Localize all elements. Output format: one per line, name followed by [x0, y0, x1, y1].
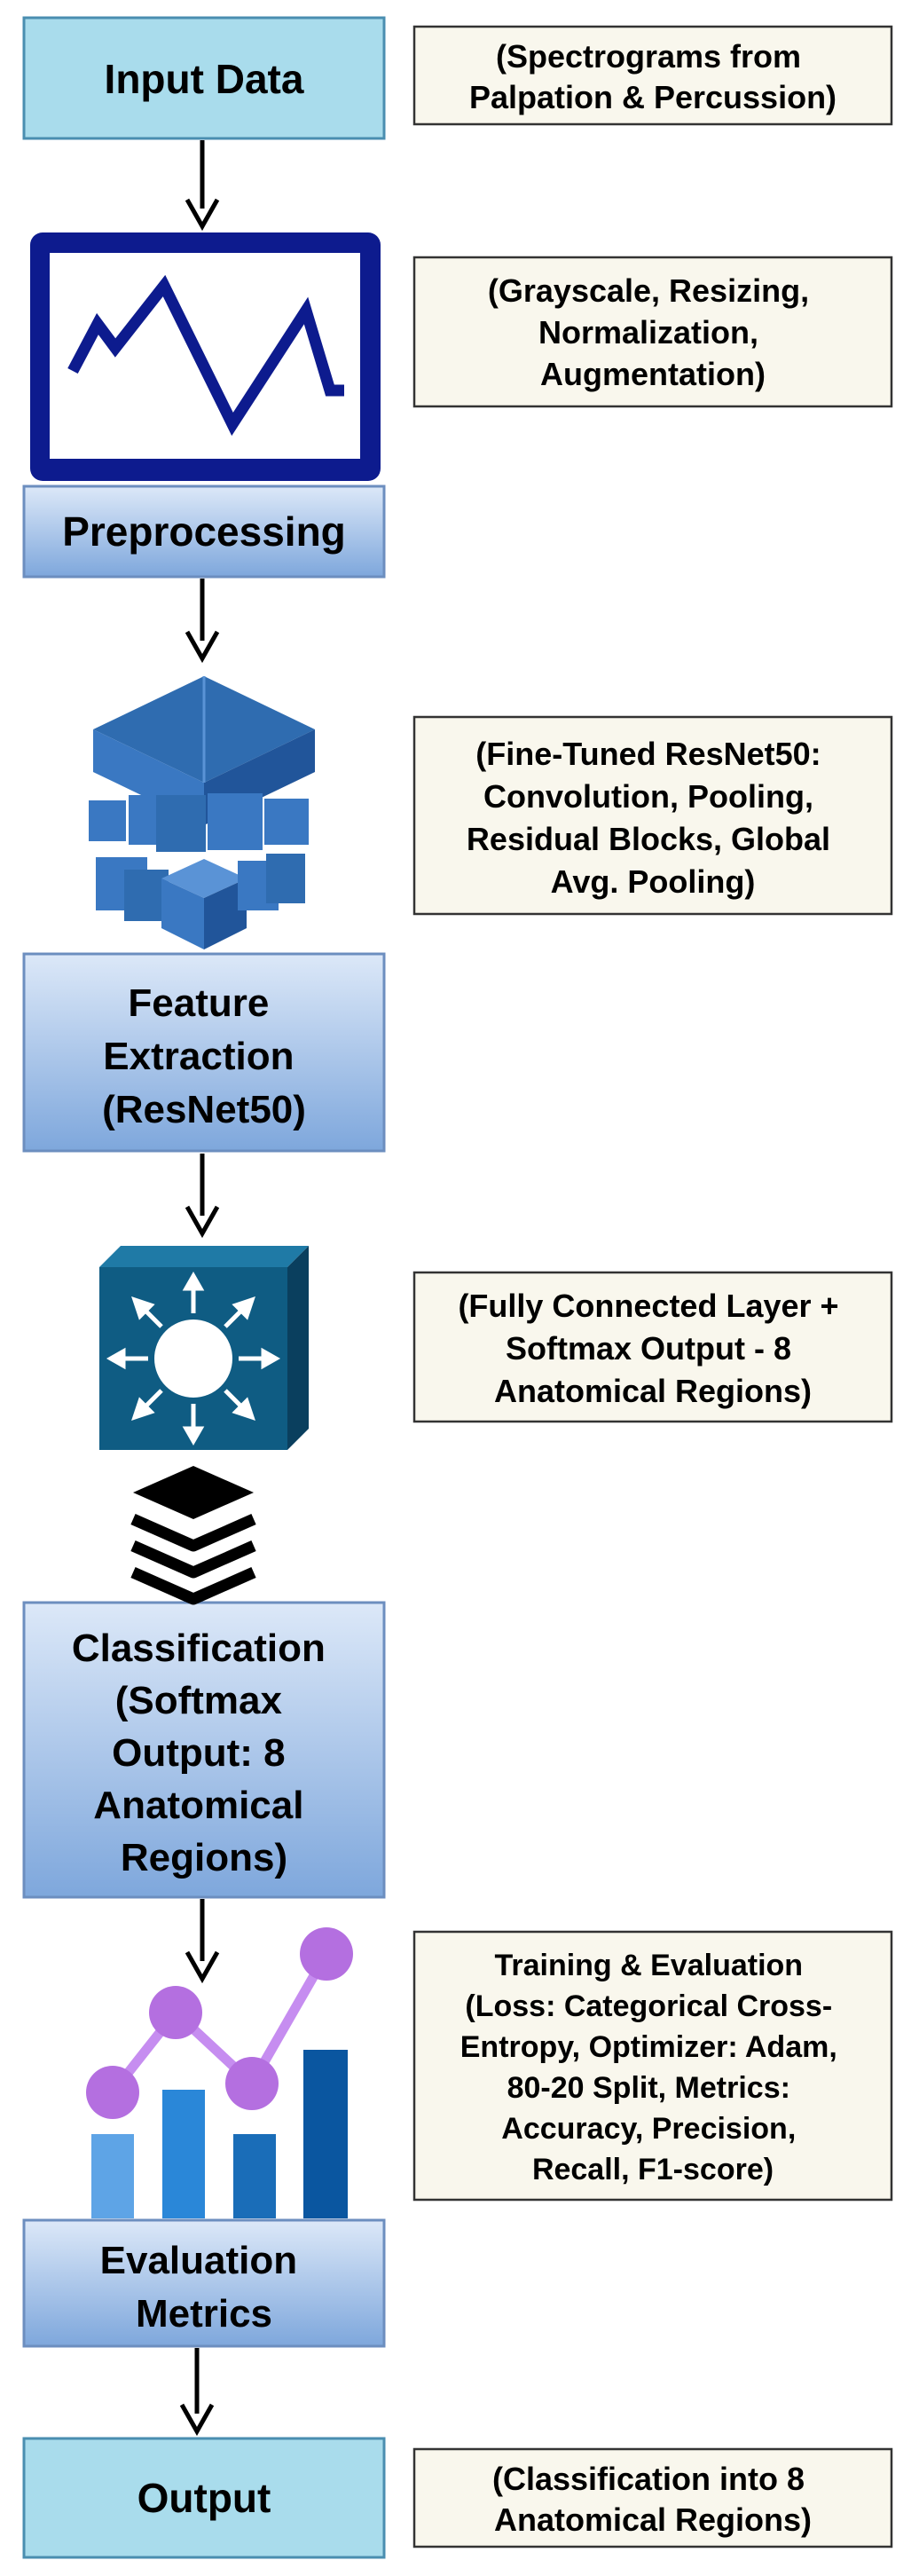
- arrows: [179, 140, 220, 2437]
- note-preprocessing-text: (Grayscale, Resizing, Normalization, Aug…: [488, 272, 818, 392]
- note-evaluation: Training & Evaluation (Loss: Categorical…: [412, 1930, 893, 2202]
- note-output: (Classification into 8 Anatomical Region…: [412, 2447, 893, 2548]
- step-evaluation-metrics: Evaluation Metrics: [22, 2218, 386, 2348]
- step-feature-extraction: Feature Extraction (ResNet50): [22, 952, 386, 1153]
- note-input-text: (Spectrograms from Palpation & Percussio…: [469, 38, 837, 115]
- bar-line-chart-icon: [86, 1927, 353, 2218]
- step-evaluation-label: Evaluation Metrics: [100, 2239, 309, 2336]
- step-classification-label: Classification (Softmax Output: 8 Anatom…: [72, 1627, 336, 1879]
- note-evaluation-text: Training & Evaluation (Loss: Categorical…: [460, 1949, 846, 2186]
- step-preprocessing: Preprocessing: [22, 484, 386, 579]
- note-input: (Spectrograms from Palpation & Percussio…: [412, 25, 893, 126]
- cube-stack-icon: [89, 676, 315, 949]
- layers-stack-icon: [130, 1466, 256, 1605]
- step-classification: Classification (Softmax Output: 8 Anatom…: [22, 1601, 386, 1899]
- note-preprocessing: (Grayscale, Resizing, Normalization, Aug…: [412, 256, 893, 408]
- arrow-input-to-preprocessing: [185, 140, 220, 232]
- step-preprocessing-label: Preprocessing: [62, 508, 346, 555]
- note-classification-text: (Fully Connected Layer + Softmax Output …: [458, 1288, 847, 1409]
- arrow-evaluation-to-output: [179, 2348, 215, 2437]
- arrow-feature-to-classification: [185, 1154, 220, 1239]
- step-output-label: Output: [137, 2475, 271, 2521]
- step-input: Input Data: [22, 16, 386, 140]
- arrow-preprocessing-to-feature: [185, 579, 220, 664]
- step-input-label: Input Data: [105, 56, 304, 102]
- step-feature-label: Feature Extraction (ResNet50): [102, 981, 306, 1131]
- note-classification: (Fully Connected Layer + Softmax Output …: [412, 1271, 893, 1423]
- step-output: Output: [22, 2437, 386, 2559]
- network-switch-icon: [99, 1246, 309, 1450]
- note-output-text: (Classification into 8 Anatomical Region…: [492, 2461, 813, 2538]
- note-feature-text: (Fine-Tuned ResNet50: Convolution, Pooli…: [467, 736, 839, 900]
- monitor-waveform-icon: [30, 232, 381, 481]
- arrow-classification-to-evaluation: [185, 1899, 220, 1984]
- note-feature: (Fine-Tuned ResNet50: Convolution, Pooli…: [412, 715, 893, 916]
